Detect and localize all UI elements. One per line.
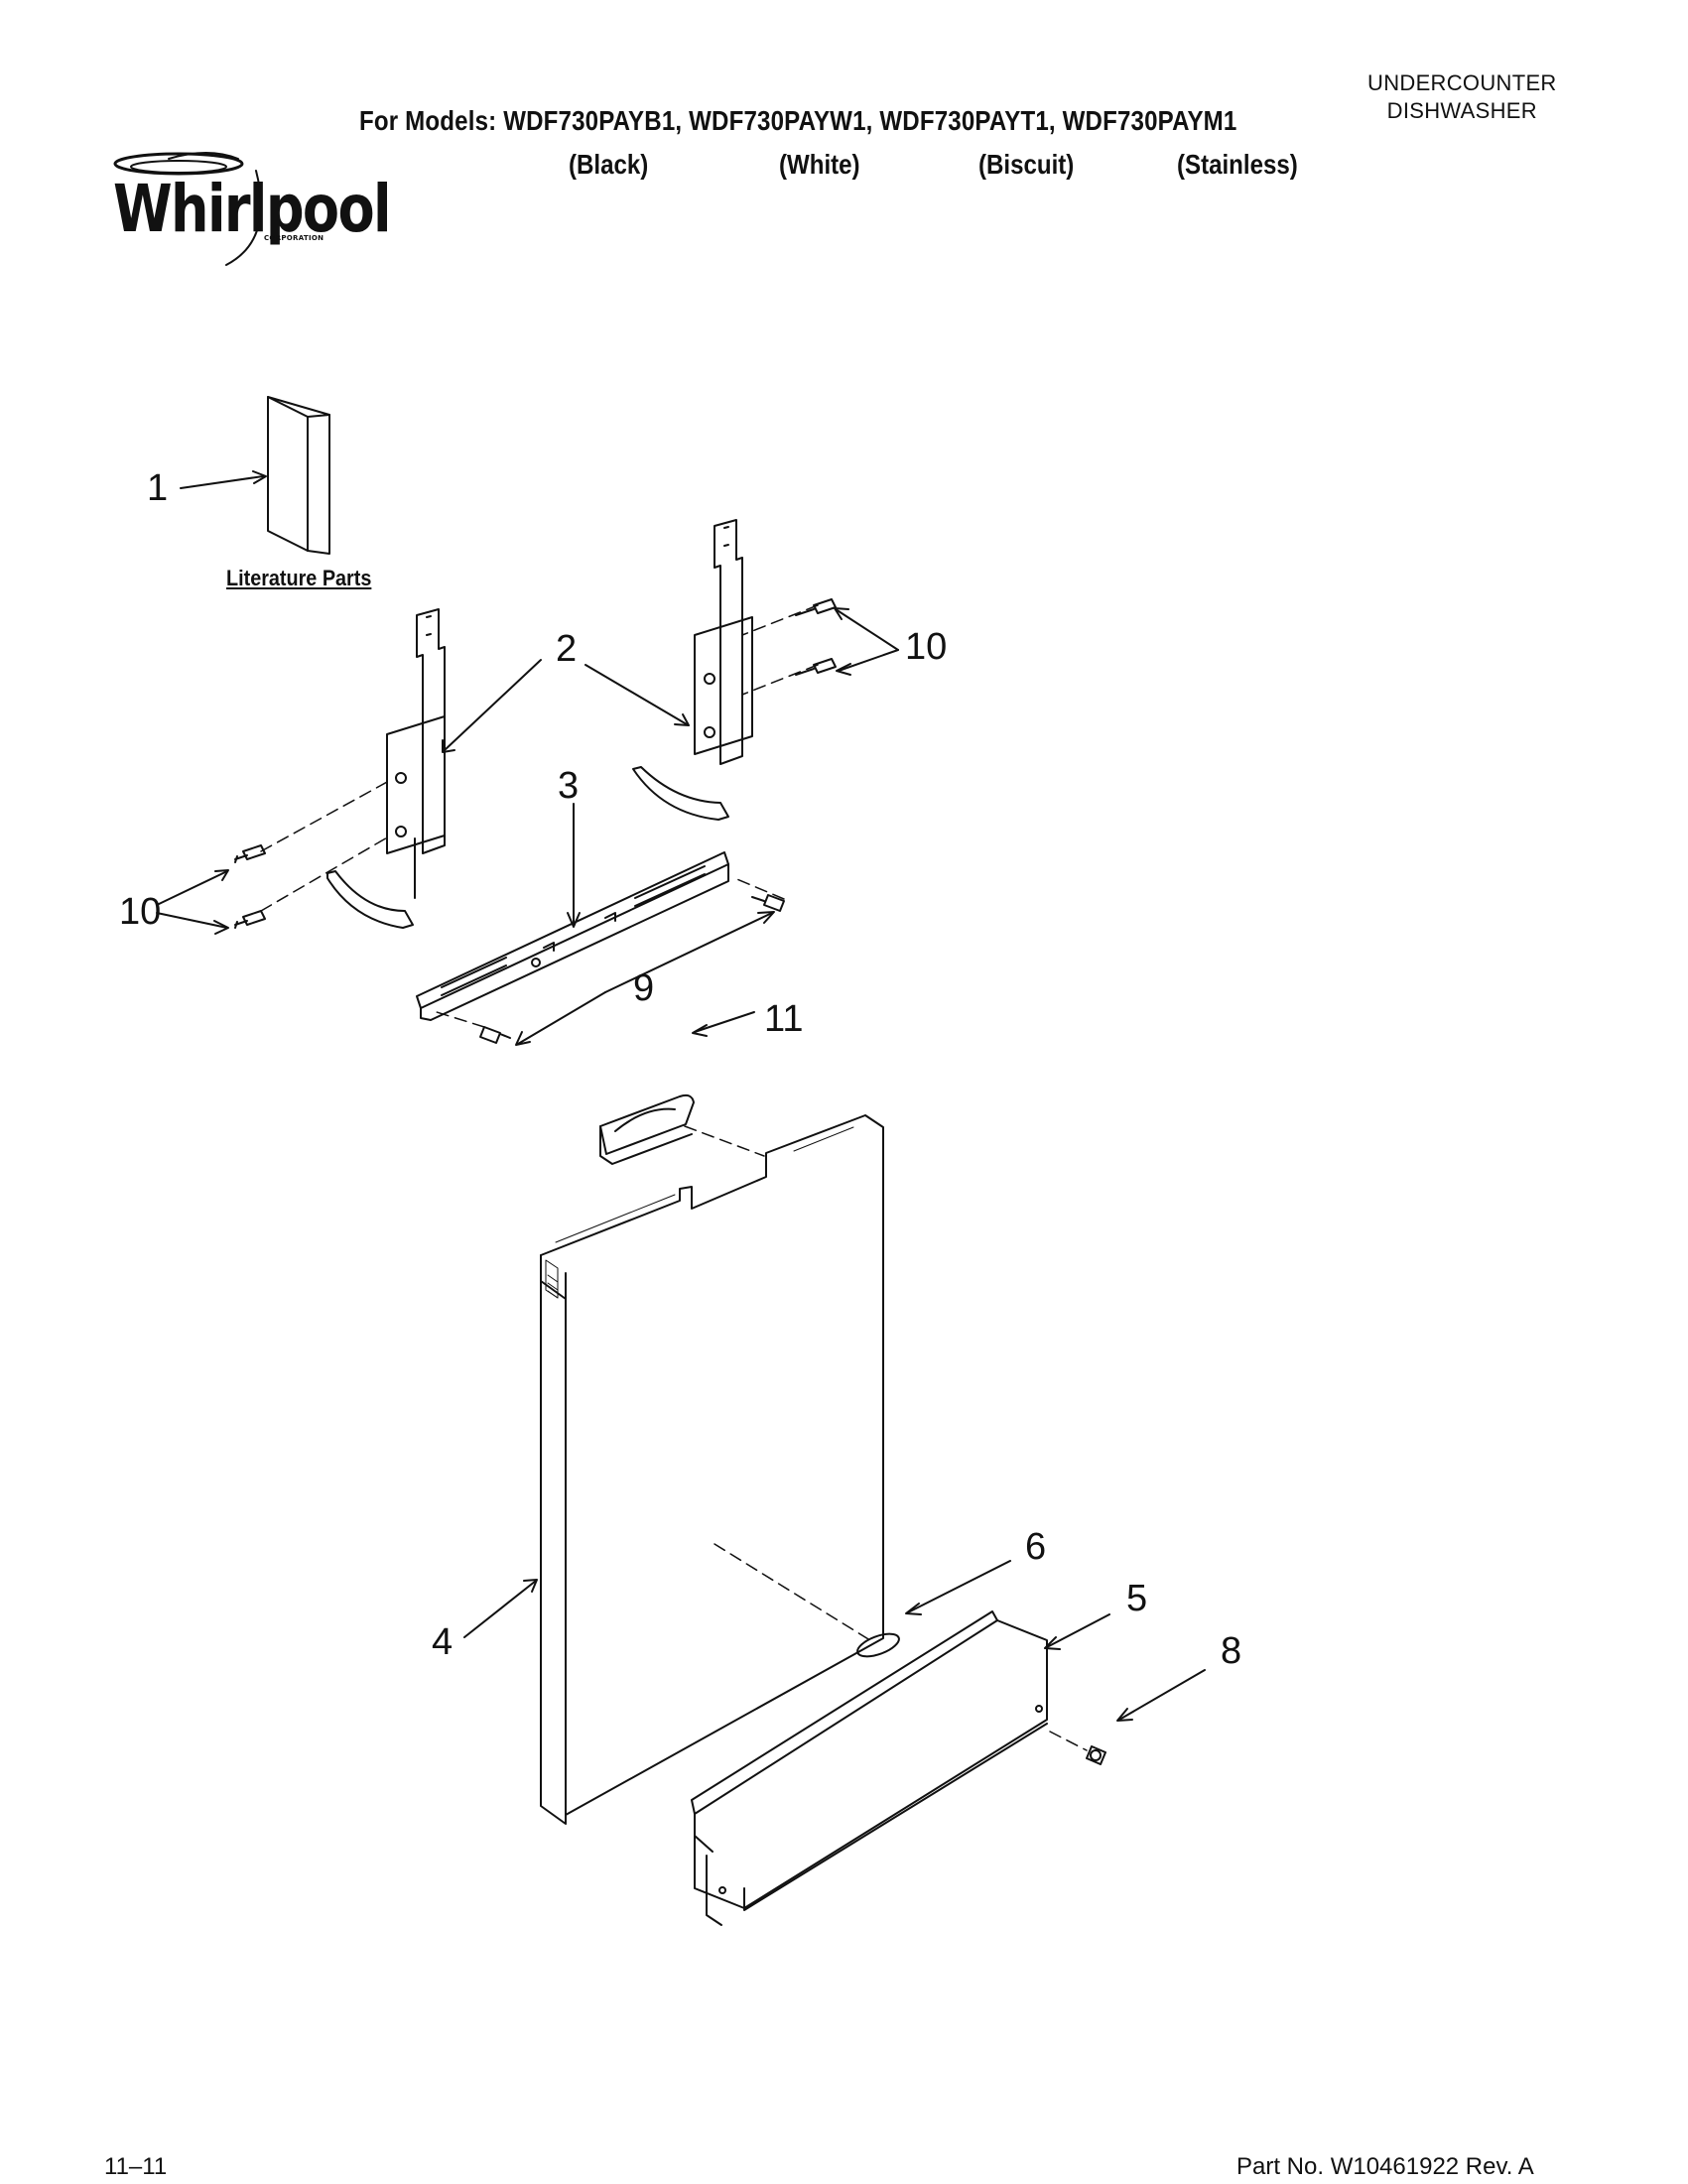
part-6-label bbox=[856, 1632, 900, 1658]
part-4-door bbox=[540, 1114, 884, 1825]
color-white: (White) bbox=[779, 149, 860, 180]
logo-swirl-icon bbox=[113, 152, 244, 176]
part-11-handle bbox=[599, 1093, 695, 1165]
color-biscuit: (Biscuit) bbox=[978, 149, 1075, 180]
logo-tail-icon bbox=[225, 170, 262, 266]
callout-6: 6 bbox=[1025, 1526, 1047, 1568]
part-2-right-bracket bbox=[632, 519, 753, 821]
part-5-toe-panel bbox=[691, 1610, 1048, 1926]
category-line-2: DISHWASHER bbox=[1386, 98, 1537, 123]
callout-9: 9 bbox=[633, 967, 655, 1009]
literature-parts-label: Literature Parts bbox=[226, 566, 372, 590]
part-2-left-bracket bbox=[326, 608, 446, 929]
callout-8: 8 bbox=[1221, 1630, 1242, 1672]
color-stainless: (Stainless) bbox=[1177, 149, 1298, 180]
callout-5: 5 bbox=[1126, 1578, 1148, 1619]
brand-logo-sub: CORPORATION bbox=[264, 234, 325, 242]
callout-11: 11 bbox=[764, 998, 804, 1040]
screw-icon bbox=[234, 598, 1106, 1765]
brand-logo: Whirlpool bbox=[113, 171, 392, 247]
callout-2: 2 bbox=[556, 628, 578, 670]
callout-10-left: 10 bbox=[119, 891, 162, 933]
part-1-literature bbox=[267, 396, 330, 555]
models-line: For Models: WDF730PAYB1, WDF730PAYW1, WD… bbox=[359, 105, 1237, 136]
product-category: UNDERCOUNTER DISHWASHER bbox=[1367, 69, 1557, 125]
part-3-crossbar bbox=[416, 851, 729, 1021]
color-black: (Black) bbox=[569, 149, 649, 180]
revision-date: 11–11 bbox=[104, 2153, 168, 2180]
callout-1: 1 bbox=[147, 467, 169, 509]
leader-lines bbox=[156, 470, 1206, 1722]
category-line-1: UNDERCOUNTER bbox=[1367, 70, 1557, 95]
alignment-lines bbox=[260, 604, 1088, 1751]
callout-4: 4 bbox=[432, 1621, 454, 1663]
callout-10-right: 10 bbox=[905, 626, 948, 668]
callout-3: 3 bbox=[558, 765, 580, 807]
part-number: Part No. W10461922 Rev. A bbox=[1236, 2153, 1534, 2180]
